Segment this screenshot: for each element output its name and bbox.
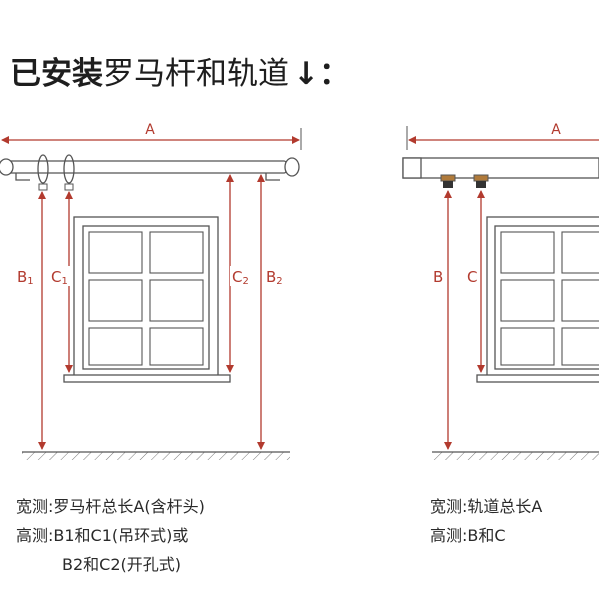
- label-c1: C1: [51, 268, 68, 287]
- window-pane: [149, 327, 204, 366]
- window-outer-frame: [73, 216, 219, 378]
- title-rod-and-track: 罗马杆和轨道: [103, 56, 289, 92]
- label-c2: C2: [232, 268, 249, 287]
- label-b2: B2: [266, 268, 283, 287]
- label-bg: [430, 266, 444, 286]
- window-pane: [149, 279, 204, 322]
- down-arrow-icon: ↓: [293, 56, 319, 92]
- rod-bar: [7, 160, 287, 174]
- window-pane: [561, 231, 599, 274]
- curtain-ring-1: [37, 154, 49, 184]
- right-label-a: A: [551, 122, 561, 138]
- ring-clip-1: [38, 183, 48, 191]
- window-inner-frame: [494, 225, 599, 370]
- left-floor: [22, 451, 290, 460]
- curtain-track: [402, 157, 599, 188]
- label-b: B: [433, 268, 443, 286]
- track-runner-2: [473, 174, 489, 182]
- left-label-a: A: [145, 122, 155, 138]
- window-pane: [500, 231, 555, 274]
- ring-clip-2: [64, 183, 74, 191]
- label-b1: B1: [17, 268, 34, 287]
- title-colon: ：: [318, 56, 350, 92]
- label-bg: [13, 266, 37, 286]
- track-hook-2: [476, 181, 486, 188]
- caption-right-height: 高测:B和C: [430, 526, 506, 545]
- window-pane: [561, 279, 599, 322]
- label-c: C: [467, 268, 477, 286]
- page-title: 已安装罗马杆和轨道↓：: [10, 46, 350, 102]
- label-bg: [49, 266, 73, 286]
- right-window: [476, 216, 599, 383]
- roman-rod: [0, 154, 300, 191]
- track-bar: [402, 157, 599, 179]
- right-floor: [432, 451, 599, 460]
- title-installed: 已安装: [10, 56, 103, 92]
- label-bg: [465, 266, 479, 286]
- rod-bracket-right: [265, 173, 280, 181]
- right-diagram-track: A: [402, 122, 599, 460]
- window-pane: [88, 231, 143, 274]
- window-pane: [149, 231, 204, 274]
- right-width-dimension: A: [406, 122, 599, 150]
- window-inner-frame: [82, 225, 210, 370]
- rod-finial-right: [284, 157, 300, 177]
- caption-right-width: 宽测:轨道总长A: [430, 497, 543, 516]
- window-pane: [500, 327, 555, 366]
- measurement-diagram: A: [0, 122, 599, 460]
- label-bg: [264, 266, 286, 286]
- floor-hatch: [22, 452, 290, 460]
- track-runner-1: [440, 174, 456, 182]
- caption-left-height-2: B2和C2(开孔式): [62, 555, 181, 574]
- rod-finial-left: [0, 158, 14, 176]
- left-diagram-roman-rod: A: [0, 122, 302, 460]
- window-pane: [561, 327, 599, 366]
- window-sill: [63, 374, 231, 383]
- left-window: [63, 216, 231, 383]
- left-width-dimension: A: [1, 122, 302, 150]
- track-end-cap: [402, 157, 422, 179]
- window-sill: [476, 374, 599, 383]
- track-hook-1: [443, 181, 453, 188]
- floor-hatch: [432, 452, 599, 460]
- caption-left-width: 宽测:罗马杆总长A(含杆头): [16, 497, 205, 516]
- window-outer-frame: [486, 216, 599, 378]
- caption-left-height-1: 高测:B1和C1(吊环式)或: [16, 526, 189, 545]
- window-pane: [88, 279, 143, 322]
- curtain-ring-2: [63, 154, 75, 184]
- left-height-dimensions: B1 C1 C2 B2: [13, 174, 286, 450]
- window-pane: [88, 327, 143, 366]
- label-bg: [230, 266, 252, 286]
- window-pane: [500, 279, 555, 322]
- rod-bracket-left: [15, 173, 30, 181]
- right-height-dimensions: B C: [430, 190, 485, 450]
